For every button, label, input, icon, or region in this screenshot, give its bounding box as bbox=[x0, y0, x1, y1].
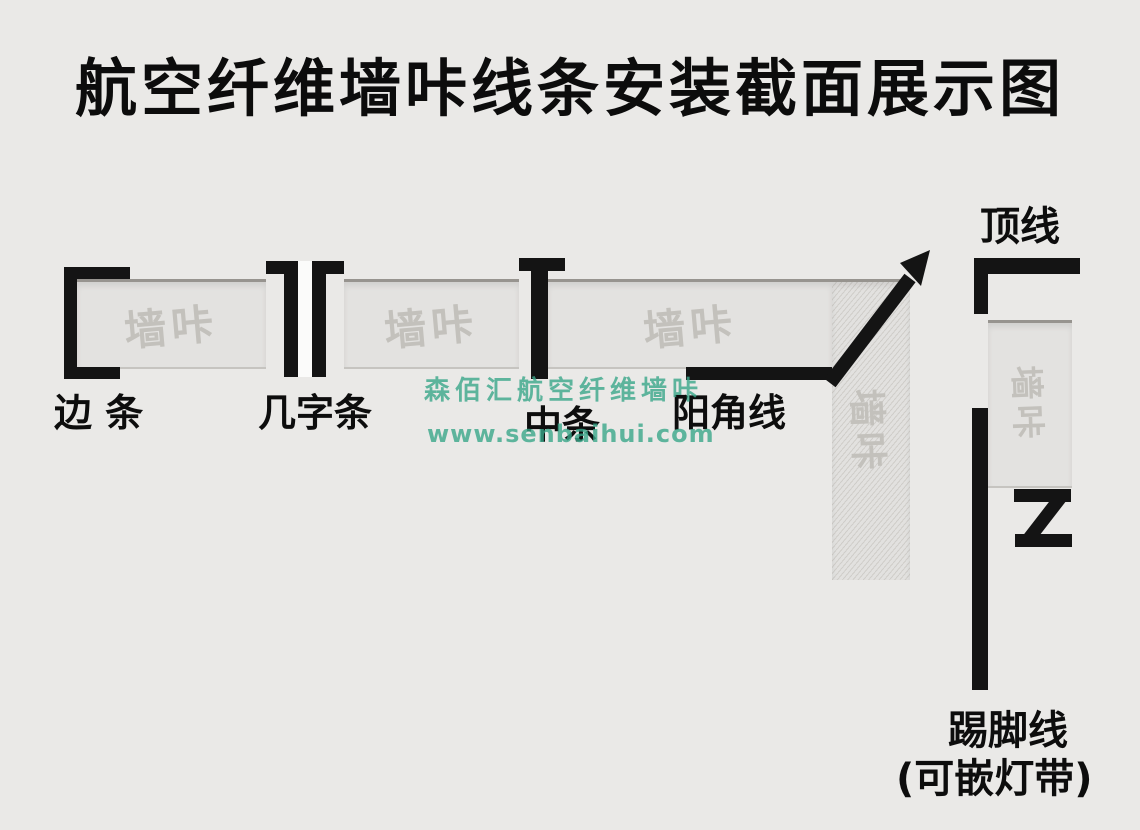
ji-strip-right-profile bbox=[312, 261, 344, 377]
skirting-profile-bottom bbox=[1015, 534, 1072, 547]
edge-strip-profile bbox=[64, 267, 130, 379]
wall-panel-crown-vertical: 墙咔 bbox=[988, 320, 1072, 488]
ji-strip-left-profile bbox=[266, 261, 298, 377]
label-outer-corner: 阳角线 bbox=[672, 391, 787, 435]
wall-panel-left: 墙咔 bbox=[77, 279, 266, 369]
corner-diagonal bbox=[824, 273, 916, 388]
corner-flange bbox=[686, 367, 832, 380]
wall-bar bbox=[972, 408, 988, 690]
label-middle-strip: 中条 bbox=[524, 403, 601, 447]
ji-strip-slot bbox=[298, 261, 312, 377]
label-crown-line: 顶线 bbox=[980, 204, 1060, 250]
skirting-profile-diagonal bbox=[1021, 493, 1067, 545]
label-skirting-note: (可嵌灯带) bbox=[896, 756, 1093, 802]
middle-strip-stem bbox=[531, 258, 548, 379]
corner-arrow-icon bbox=[900, 250, 930, 286]
crown-line-profile bbox=[974, 258, 1080, 314]
brand-watermark-text: 森佰汇航空纤维墙咔 bbox=[424, 376, 704, 406]
wall-panel-middle: 墙咔 bbox=[344, 279, 519, 369]
label-edge-strip: 边 条 bbox=[54, 391, 144, 435]
page-title: 航空纤维墙咔线条安装截面展示图 bbox=[74, 52, 1065, 125]
label-skirting-line: 踢脚线 bbox=[948, 708, 1068, 754]
brand-watermark-url: www.senbaihui.com bbox=[427, 420, 715, 448]
label-ji-strip: 几字条 bbox=[258, 391, 373, 435]
